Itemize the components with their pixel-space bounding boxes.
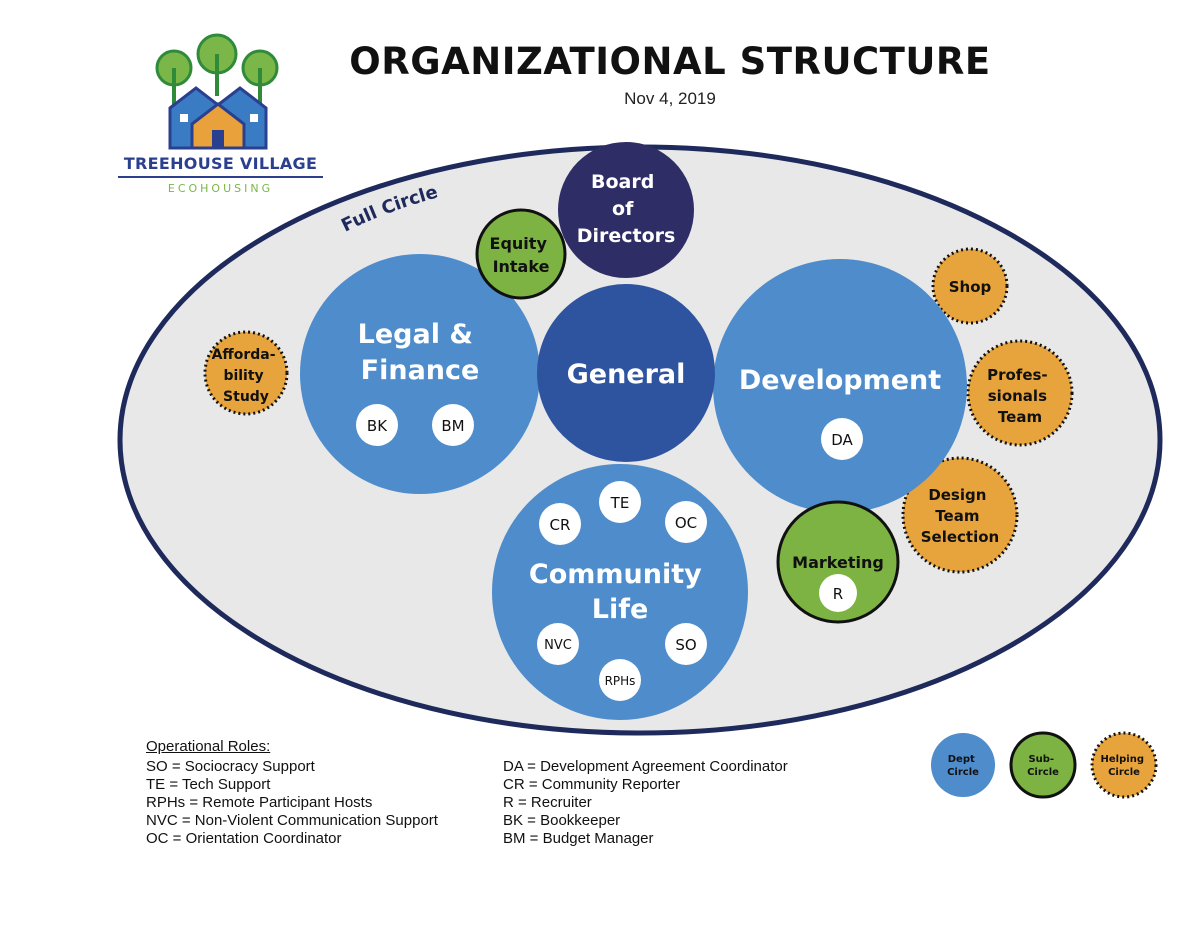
helping-circle-label-line: Team — [935, 507, 979, 525]
role-definition: R = Recruiter — [503, 794, 592, 811]
role-badge: R — [819, 574, 857, 612]
role-badge: RPHs — [599, 659, 641, 701]
role-definition: TE = Tech Support — [146, 776, 271, 793]
dept-circle-label-line: Finance — [361, 355, 480, 386]
helping-circle-shop: Shop — [931, 247, 1009, 325]
legend-item-dept: Dept Circle — [931, 733, 995, 797]
dept-circle-label-line: Legal & — [358, 319, 473, 350]
tree-icon — [241, 49, 279, 106]
dept-circle-legal-finance: Legal & Finance BK BM — [300, 254, 540, 494]
tree-icon — [155, 49, 193, 106]
role-badge-label: DA — [831, 431, 853, 449]
legend-label-line: Helping — [1101, 754, 1144, 765]
helping-circle-label-line: Study — [223, 389, 269, 405]
sub-circle-label-line: Equity — [490, 234, 548, 253]
legend-item-helping: Helping Circle — [1090, 731, 1158, 799]
role-badge-label: SO — [675, 636, 696, 654]
helping-circle-affordability-study: Affordа- bility Study — [203, 330, 289, 416]
page-title: ORGANIZATIONAL STRUCTURE — [349, 40, 991, 83]
role-badge: DA — [821, 418, 863, 460]
legend-label-line: Dept — [948, 754, 975, 765]
general-circle-label: General — [567, 359, 686, 390]
helping-circle-label-line: Shop — [949, 278, 992, 296]
role-definition: OC = Orientation Coordinator — [146, 830, 342, 847]
role-badge: BM — [432, 404, 474, 446]
svg-text:Board of Directors: Board of Directors — [577, 171, 676, 247]
logo-name: TREEHOUSE VILLAGE — [123, 154, 318, 173]
svg-text:Community Life: Community Life — [529, 559, 711, 625]
svg-text:Equity Intake: Equity Intake — [490, 234, 553, 276]
role-definition: RPHs = Remote Participant Hosts — [146, 794, 373, 811]
role-badge: CR — [539, 503, 581, 545]
role-badge: OC — [665, 501, 707, 543]
house-icon — [168, 86, 268, 150]
logo-subtitle: ECOHOUSING — [167, 182, 274, 195]
helping-circle-label-line: Profes- — [987, 366, 1048, 384]
board-circle-label-line: Board — [591, 171, 654, 193]
board-circle-label-line: of — [612, 198, 634, 220]
legend: Dept Circle Sub- Circle Helping Circle — [931, 731, 1158, 799]
role-badge-label: CR — [550, 516, 571, 534]
role-badge-label: TE — [610, 494, 630, 512]
svg-text:Design Team Select: Design Team Selection — [921, 486, 999, 546]
role-definition: BK = Bookkeeper — [503, 812, 621, 829]
helping-circle-label-line: Affordа- — [212, 347, 276, 363]
role-definition: SO = Sociocracy Support — [146, 758, 315, 775]
role-definition: NVC = Non-Violent Communication Support — [146, 812, 438, 829]
operational-roles-heading: Operational Roles: — [146, 738, 271, 755]
role-definition: DA = Development Agreement Coordinator — [503, 758, 788, 775]
sub-circle-label-line: Marketing — [792, 553, 884, 572]
dept-circle-development: Development DA — [713, 259, 967, 513]
role-definition: CR = Community Reporter — [503, 776, 681, 793]
tree-icon — [196, 33, 238, 96]
helping-circle-professionals-team: Profes- sionals Team — [966, 339, 1074, 447]
dept-circle-label-line: Life — [592, 594, 649, 625]
legend-label-line: Circle — [947, 767, 979, 778]
role-badge-label: R — [833, 585, 843, 603]
sub-circle-label-line: Intake — [493, 257, 550, 276]
role-badge: TE — [599, 481, 641, 523]
svg-text:Legal & Finance: Legal & Finance — [358, 319, 483, 386]
dept-circle-label-line: Development — [739, 365, 941, 396]
legend-label-line: Circle — [1108, 767, 1140, 778]
helping-circle-design-team-selection: Design Team Selection — [901, 456, 1019, 574]
legend-label-line: Sub- — [1028, 754, 1054, 765]
sub-circle-marketing: Marketing R — [776, 500, 900, 624]
svg-text:Helping Circle: Helping Circle — [1101, 754, 1148, 778]
helping-circle-label-line: Team — [998, 408, 1042, 426]
helping-circle-label-line: Design — [928, 486, 986, 504]
svg-text:Dept Circle: Dept Circle — [947, 754, 979, 778]
page-date: Nov 4, 2019 — [624, 89, 716, 108]
role-badge-label: BK — [367, 417, 388, 435]
helping-circle-label-line: Selection — [921, 528, 999, 546]
treehouse-logo-icon — [155, 33, 279, 150]
board-circle-label-line: Directors — [577, 225, 676, 247]
role-badge: NVC — [537, 623, 579, 665]
svg-text:Affordа- bility St: Affordа- bility Study — [212, 347, 281, 405]
legend-label-line: Circle — [1027, 767, 1059, 778]
svg-text:Sub- Circle: Sub- Circle — [1027, 754, 1059, 778]
board-circle: Board of Directors — [558, 142, 694, 278]
legend-item-sub: Sub- Circle — [1009, 731, 1077, 799]
logo-divider — [118, 176, 323, 178]
helping-circle-label-line: sionals — [988, 387, 1047, 405]
logo: TREEHOUSE VILLAGE ECOHOUSING — [118, 30, 323, 198]
dept-circle-label-line: Community — [529, 559, 702, 590]
role-definition: BM = Budget Manager — [503, 830, 654, 847]
role-badge: BK — [356, 404, 398, 446]
role-badge-label: BM — [441, 417, 464, 435]
svg-text:Profes- sionals Te: Profes- sionals Team — [987, 366, 1053, 426]
role-badge-label: OC — [675, 514, 697, 532]
role-badge-label: RPHs — [605, 674, 636, 688]
dept-circle-community-life: Community Life TE CR OC NVC SO RPHs — [492, 464, 748, 720]
role-badge-label: NVC — [544, 638, 572, 653]
role-badge: SO — [665, 623, 707, 665]
general-circle: General — [537, 284, 715, 462]
sub-circle-equity-intake: Equity Intake — [475, 208, 567, 300]
operational-roles: Operational Roles: SO = Sociocracy Suppo… — [146, 738, 866, 858]
helping-circle-label-line: bility — [223, 368, 263, 384]
